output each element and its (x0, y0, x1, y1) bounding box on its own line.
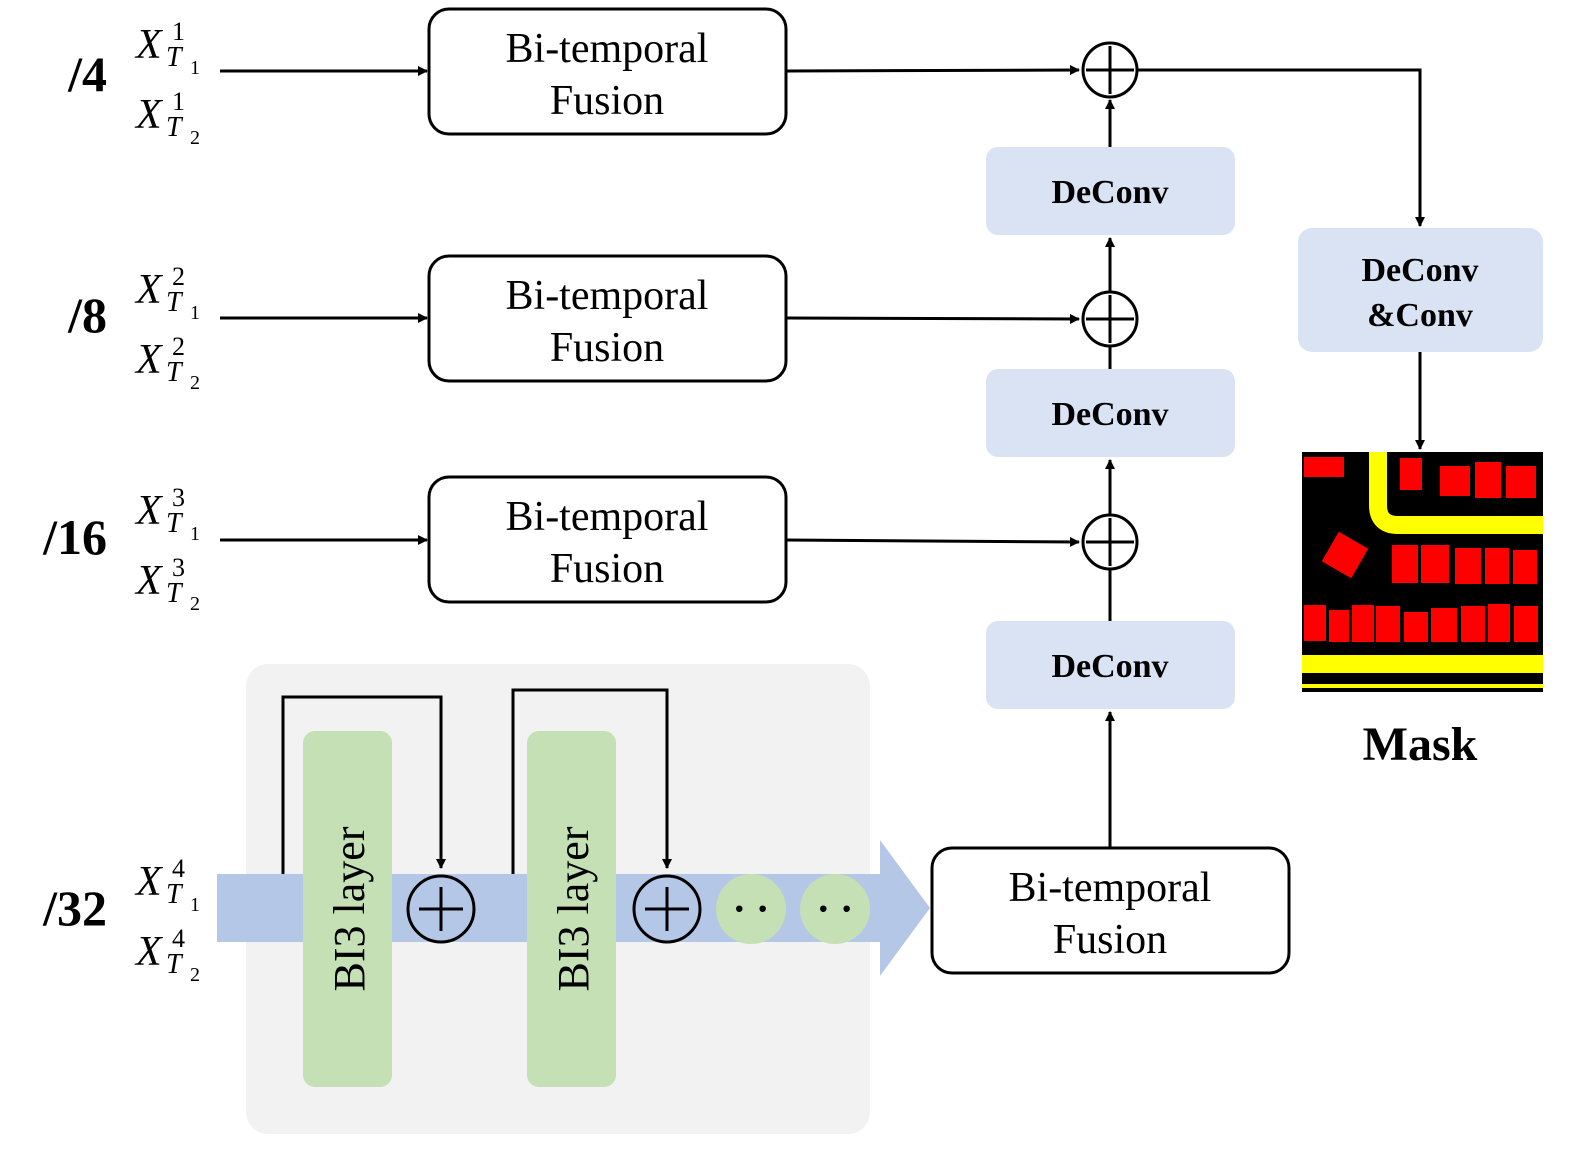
add-operator (632, 874, 702, 944)
svg-text:X: X (134, 22, 164, 68)
svg-text:T: T (166, 357, 184, 388)
add-operator (406, 874, 476, 944)
svg-text:DeConv: DeConv (1051, 174, 1168, 211)
deconv-conv-box: DeConv &Conv (1298, 228, 1543, 352)
svg-text:1: 1 (190, 894, 200, 916)
bi3-layer-label: BI3 layer (549, 826, 598, 991)
deconv-box: DeConv (986, 621, 1235, 709)
svg-text:2: 2 (172, 332, 185, 361)
fusion-box-scale16: Bi-temporal Fusion (427, 475, 788, 604)
svg-text:T: T (166, 879, 184, 910)
ellipsis-node: · · (800, 874, 870, 944)
svg-text:DeConv: DeConv (1361, 252, 1478, 289)
svg-text:1: 1 (190, 57, 200, 79)
add-operator (1081, 41, 1139, 99)
svg-text:Bi-temporal: Bi-temporal (1009, 865, 1212, 911)
svg-text:DeConv: DeConv (1051, 396, 1168, 433)
svg-text:3: 3 (172, 483, 185, 512)
fusion-box-scale32: Bi-temporal Fusion (930, 846, 1291, 975)
deconv-box: DeConv (986, 147, 1235, 235)
svg-text:Fusion: Fusion (550, 325, 664, 371)
bi3-layer-label: BI3 layer (325, 826, 374, 991)
mask-image (1302, 452, 1543, 692)
scale-label: /4 (67, 46, 107, 102)
svg-text:2: 2 (190, 127, 200, 149)
svg-text:2: 2 (172, 262, 185, 291)
fusion-output-arrow (785, 536, 1080, 547)
svg-text:Fusion: Fusion (1053, 917, 1167, 963)
add-operator (1081, 290, 1139, 348)
scale-label: /32 (42, 880, 107, 936)
svg-text:X: X (134, 92, 164, 138)
svg-text:T: T (166, 287, 184, 318)
svg-text:1: 1 (172, 17, 185, 46)
svg-text:X: X (134, 488, 164, 534)
svg-text:3: 3 (172, 553, 185, 582)
skip-connection-1 (281, 695, 446, 874)
svg-text:X: X (134, 267, 164, 313)
svg-text:4: 4 (172, 854, 185, 883)
svg-text:X: X (134, 929, 164, 975)
svg-text:Fusion: Fusion (550, 546, 664, 592)
deconv-box: DeConv (986, 369, 1235, 457)
scale-label: /16 (42, 509, 107, 565)
svg-text:X: X (134, 337, 164, 383)
svg-text:&Conv: &Conv (1367, 297, 1473, 334)
svg-text:T: T (166, 508, 184, 539)
fusion-box-scale8: Bi-temporal Fusion (427, 254, 788, 383)
fusion-output-arrow (785, 313, 1080, 324)
add-operator (1081, 513, 1139, 571)
svg-text:4: 4 (172, 924, 185, 953)
svg-text:Fusion: Fusion (550, 78, 664, 124)
svg-text:1: 1 (190, 523, 200, 545)
scale-label: /8 (67, 287, 107, 343)
fusion-box-scale4: Bi-temporal Fusion (427, 7, 788, 136)
svg-text:T: T (166, 578, 184, 609)
svg-text:Bi-temporal: Bi-temporal (506, 273, 709, 319)
svg-text:X: X (134, 558, 164, 604)
mask-label: Mask (1363, 718, 1478, 771)
bi3-layer-1: BI3 layer (303, 731, 392, 1087)
svg-text:· ·: · · (817, 886, 854, 931)
svg-text:2: 2 (190, 964, 200, 986)
svg-text:T: T (166, 112, 184, 143)
svg-text:1: 1 (190, 302, 200, 324)
output-path-arrow (1137, 68, 1425, 227)
ellipsis-node: · · (716, 874, 786, 944)
svg-text:Bi-temporal: Bi-temporal (506, 494, 709, 540)
bi3-layer-2: BI3 layer (527, 731, 616, 1087)
fusion-output-arrow (785, 65, 1080, 76)
svg-text:Bi-temporal: Bi-temporal (506, 26, 709, 72)
svg-text:2: 2 (190, 593, 200, 615)
svg-text:T: T (166, 949, 184, 980)
svg-text:DeConv: DeConv (1051, 648, 1168, 685)
svg-text:X: X (134, 859, 164, 905)
svg-text:2: 2 (190, 372, 200, 394)
svg-text:· ·: · · (733, 886, 770, 931)
skip-connection-2 (511, 688, 672, 874)
svg-text:1: 1 (172, 87, 185, 116)
svg-text:T: T (166, 42, 184, 73)
